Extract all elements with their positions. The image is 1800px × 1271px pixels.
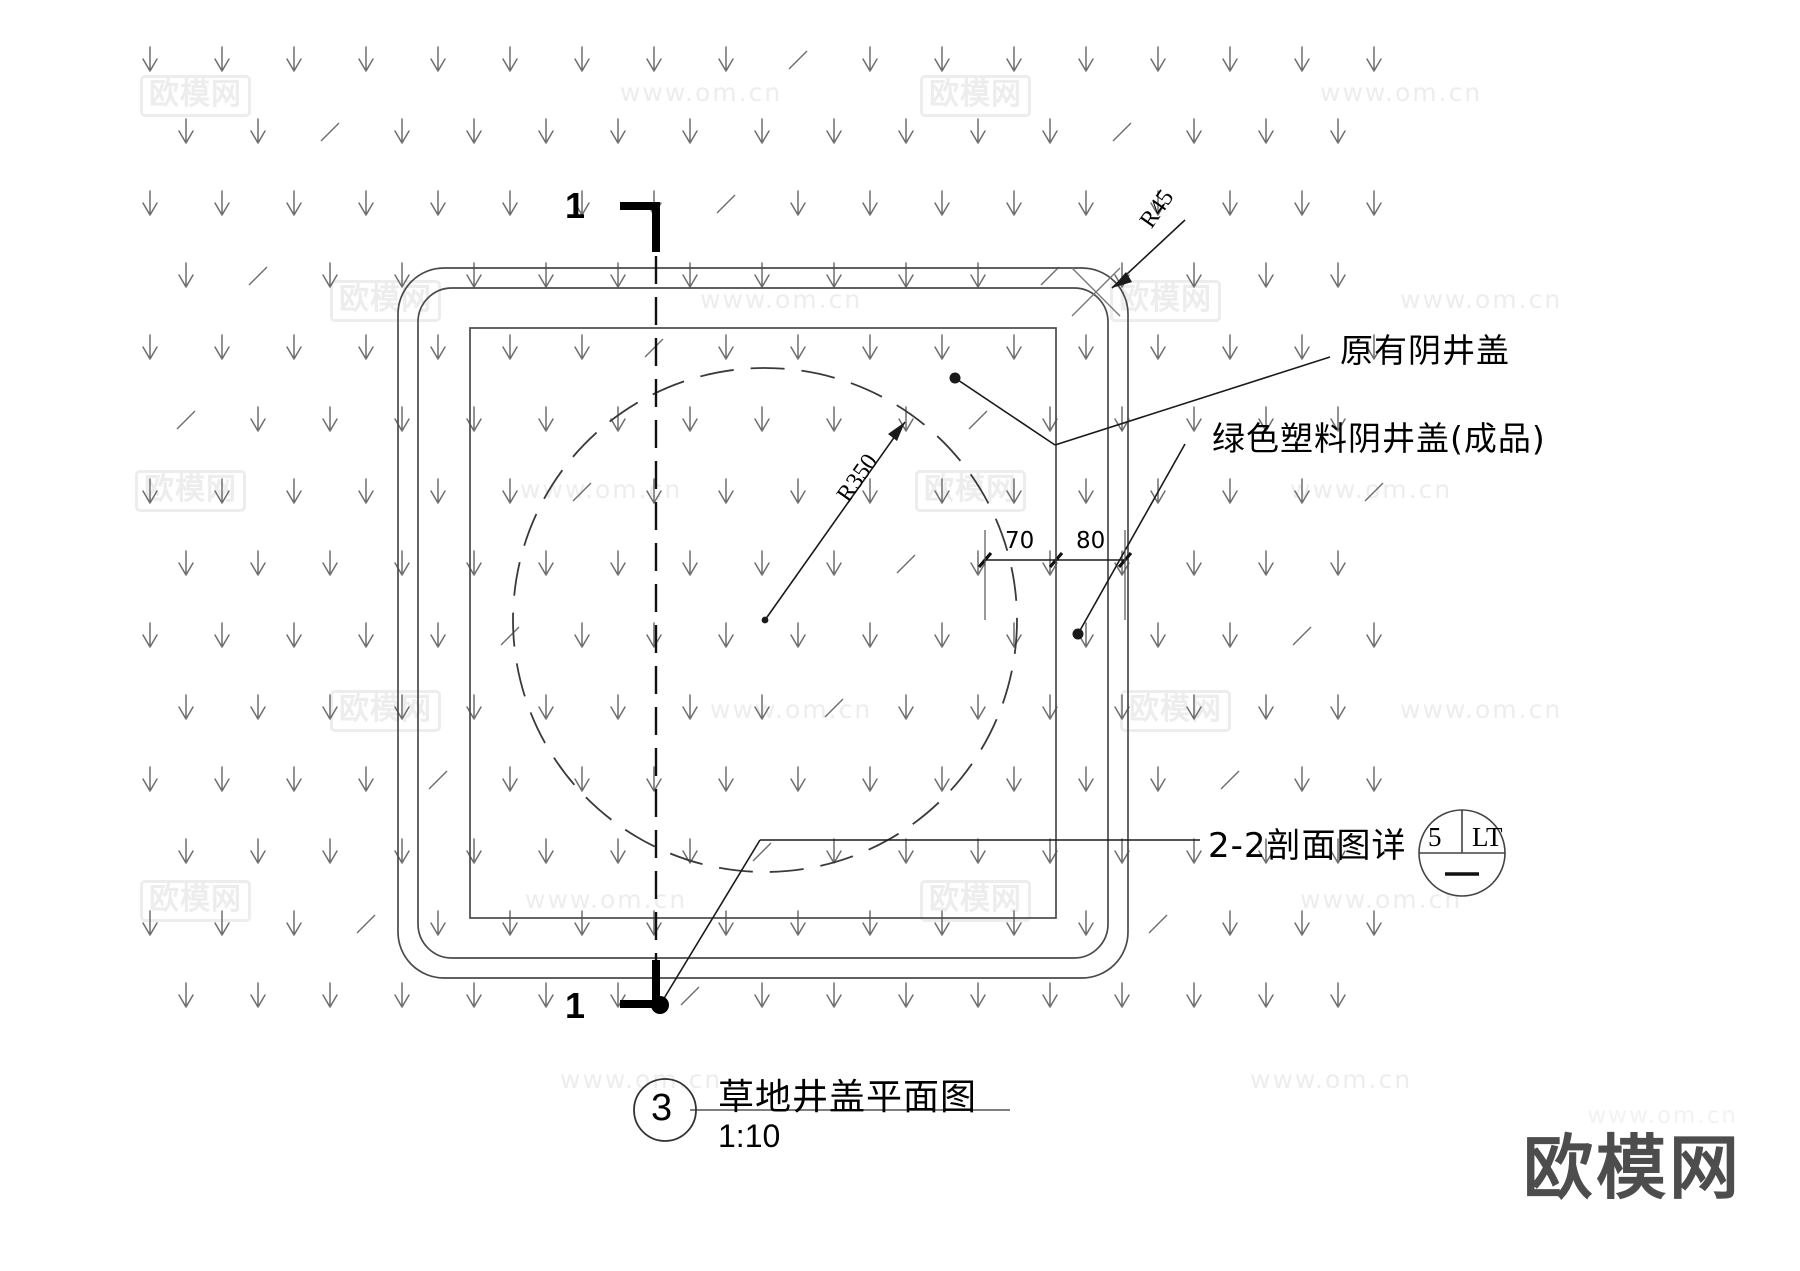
drawing-title: 草地井盖平面图 bbox=[718, 1077, 978, 1118]
watermark-brand-url: www.om.cn bbox=[1587, 1103, 1738, 1129]
section-cut-line bbox=[620, 202, 669, 1014]
annotation-section-detail: 2-2剖面图详 bbox=[1208, 826, 1407, 866]
dimension-label-70: 70 bbox=[1005, 528, 1035, 554]
radius-leader-r350 bbox=[761, 421, 906, 624]
section-mark-label-top: 1 bbox=[565, 185, 586, 226]
annotation-existing-cover: 原有阴井盖 bbox=[1340, 331, 1510, 370]
detail-bubble-number: 5 bbox=[1428, 822, 1442, 852]
leader-existing-cover bbox=[949, 356, 1331, 446]
dimension-chain bbox=[977, 530, 1133, 620]
detail-reference-bubble bbox=[1418, 809, 1506, 897]
radius-leader-r45 bbox=[1071, 219, 1186, 317]
leader-section-detail bbox=[654, 839, 1200, 1011]
drawing-scale: 1:10 bbox=[718, 1118, 781, 1154]
grass-hatch-pattern bbox=[142, 46, 1384, 1008]
cover-outline-inner bbox=[469, 327, 1057, 919]
cover-outline-outer bbox=[397, 267, 1129, 979]
detail-bubble-sheet: LT bbox=[1472, 822, 1503, 852]
manhole-circle-dashed bbox=[512, 367, 1018, 873]
watermark-brand: 欧模网 bbox=[1523, 1127, 1742, 1209]
cover-outline-middle bbox=[417, 287, 1109, 959]
dimension-label-80: 80 bbox=[1076, 528, 1106, 554]
detail-number-label: 3 bbox=[651, 1087, 673, 1129]
detail-number-bubble bbox=[633, 1078, 697, 1142]
leader-green-plastic-cover bbox=[1072, 443, 1186, 640]
section-mark-label-bottom: 1 bbox=[565, 985, 586, 1026]
annotation-green-plastic-cover: 绿色塑料阴井盖(成品) bbox=[1212, 419, 1546, 458]
